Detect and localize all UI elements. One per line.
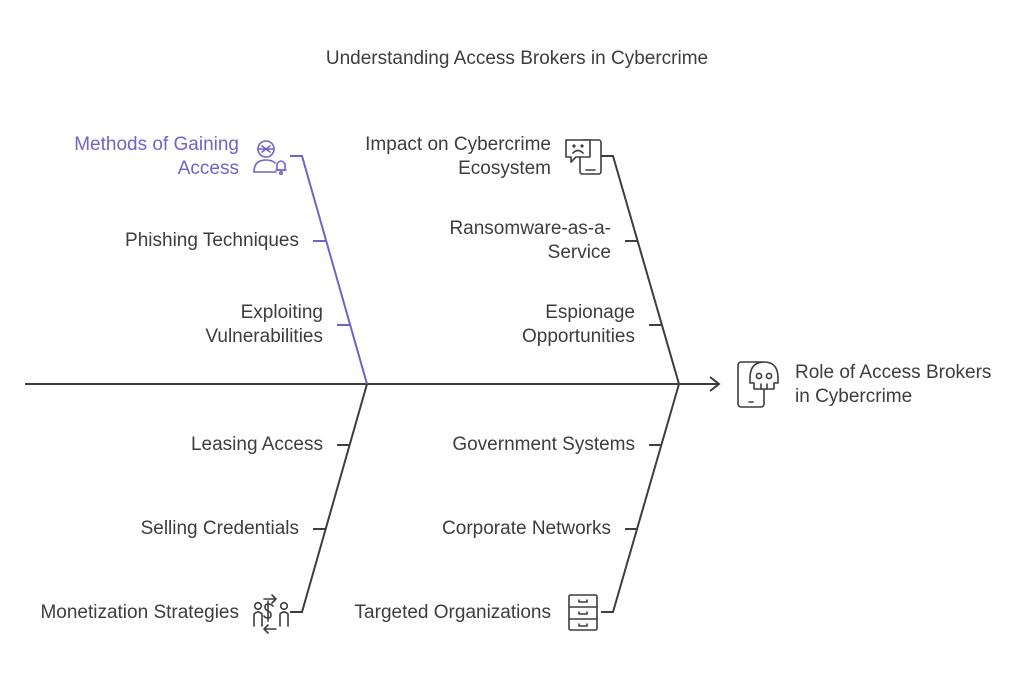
item-selling-label: Selling Credentials xyxy=(140,518,299,539)
diagram-title: Understanding Access Brokers in Cybercri… xyxy=(325,48,709,69)
filing-cabinet-icon xyxy=(568,594,598,631)
skull-phone-icon xyxy=(737,361,779,408)
item-exploiting-label: Exploiting Vulnerabilities xyxy=(205,302,323,347)
head-label: Role of Access Brokers in Cybercrime xyxy=(795,362,992,407)
branch-monetization-label: Monetization Strategies xyxy=(40,602,239,623)
money-exchange-icon xyxy=(253,594,289,634)
item-espionage-label: Espionage Opportunities xyxy=(521,302,635,347)
item-government-label: Government Systems xyxy=(452,434,635,455)
branch-impact-label: Impact on Cybercrime Ecosystem xyxy=(365,134,551,179)
item-corporate-label: Corporate Networks xyxy=(442,518,611,539)
item-ransomware-label: Ransomware-as-a- Service xyxy=(449,218,611,263)
branch-monetization-line xyxy=(290,383,368,613)
item-leasing-label: Leasing Access xyxy=(190,434,323,455)
spine-arrowhead xyxy=(709,376,721,392)
branch-targets-line xyxy=(601,383,680,613)
branch-targets-label: Targeted Organizations xyxy=(354,602,551,623)
branch-methods-label: Methods of Gaining Access xyxy=(74,134,239,179)
branch-impact-line xyxy=(601,155,680,385)
item-phishing-label: Phishing Techniques xyxy=(125,230,299,251)
hacker-icon xyxy=(253,140,287,176)
sad-phone-icon xyxy=(565,139,602,175)
branch-methods-line xyxy=(290,155,368,385)
